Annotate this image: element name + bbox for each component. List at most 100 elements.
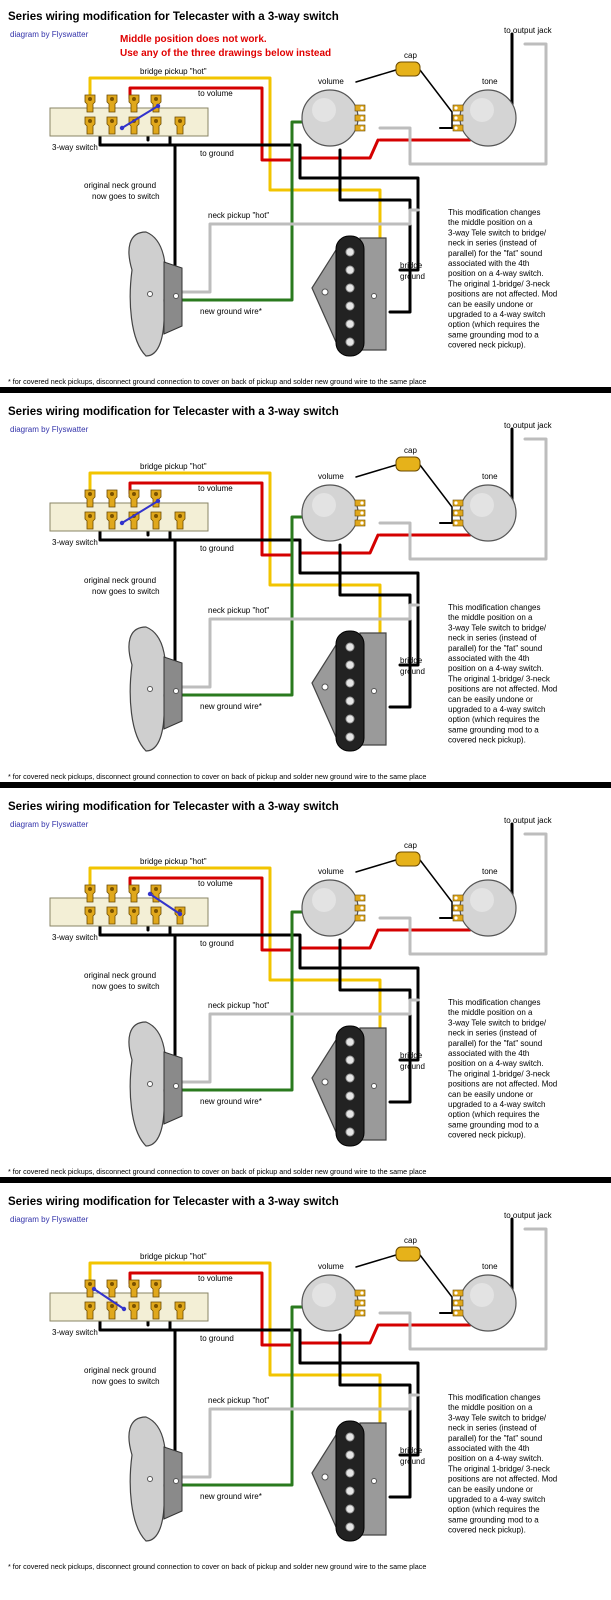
description-line: covered neck pickup).	[448, 1526, 526, 1535]
switch-bottom-lug	[150, 1301, 162, 1320]
bridge-pickup-pole-piece	[345, 1055, 355, 1065]
label-neck-ground-1: original neck ground	[84, 971, 156, 980]
description-line: neck in series (instead of	[448, 1424, 537, 1433]
volume-pot-lug-hole	[360, 1301, 364, 1305]
switch-top-lug	[84, 1279, 96, 1298]
three-way-switch	[49, 884, 209, 927]
switch-bottom-lug	[106, 116, 118, 135]
bridge-pickup-solder-point	[371, 688, 377, 694]
bridge-pickup-pole-piece	[345, 1468, 355, 1478]
label-3-way-switch: 3-way switch	[52, 1328, 98, 1337]
wiring-diagram-panel-1: Series wiring modification for Telecaste…	[0, 0, 611, 390]
tone-pot-lug-hole	[454, 916, 458, 920]
label-new-ground: new ground wire*	[200, 702, 262, 711]
description-line: option (which requires the	[448, 320, 540, 329]
description-line: positions are not affected. Mod	[448, 290, 557, 299]
bridge-pickup-pole-piece	[345, 660, 355, 670]
switch-top-lug	[128, 1279, 140, 1298]
description-line: same grounding mod to a	[448, 1120, 539, 1129]
tone-pot-lug-hole	[454, 521, 458, 525]
description-line: The original 1-bridge/ 3-neck	[448, 674, 551, 683]
volume-pot-lug-hole	[360, 116, 364, 120]
label-bridge-ground-2: ground	[400, 272, 425, 281]
label-volume: volume	[318, 1262, 344, 1271]
switch-top-lug	[84, 489, 96, 508]
neck-pickup	[128, 626, 183, 752]
label-3-way-switch: 3-way switch	[52, 538, 98, 547]
neck-pickup-solder-point	[173, 688, 179, 694]
wiring-diagram-panel-2: Series wiring modification for Telecaste…	[0, 395, 611, 785]
switch-bottom-lug	[150, 116, 162, 135]
footnote: * for covered neck pickups, disconnect g…	[8, 1167, 426, 1176]
label-to-ground: to ground	[200, 544, 234, 553]
volume-output-grey-wire	[378, 832, 548, 956]
description-line: associated with the 4th	[448, 654, 529, 663]
description-line: option (which requires the	[448, 715, 540, 724]
description-line: option (which requires the	[448, 1505, 540, 1514]
bridge-pickup	[311, 1025, 387, 1147]
diagram-title: Series wiring modification for Telecaste…	[8, 406, 339, 418]
description-line: This modification changes	[448, 603, 541, 612]
label-neck-ground-1: original neck ground	[84, 181, 156, 190]
tone-pot-lug-hole	[454, 116, 458, 120]
description-line: associated with the 4th	[448, 259, 529, 268]
neck-pickup-base	[163, 656, 183, 730]
switch-bottom-lug-hole	[88, 119, 92, 123]
bridge-pickup-pole-piece	[345, 265, 355, 275]
tone-pot	[452, 879, 517, 937]
description-line: upgraded to a 4-way switch	[448, 310, 545, 319]
tone-pot-shine	[470, 888, 494, 912]
to-volume-wire-b	[298, 138, 380, 160]
neck-pickup	[128, 1021, 183, 1147]
switch-bottom-lug-hole	[154, 1304, 158, 1308]
description-line: the middle position on a	[448, 218, 533, 227]
description-line: This modification changes	[448, 1393, 541, 1402]
switch-bottom-lug	[106, 906, 118, 925]
warning-line-1: Middle position does not work.	[120, 34, 267, 45]
switch-bottom-lug-hole	[88, 514, 92, 518]
neck-pickup-solder-point	[147, 291, 153, 297]
description-line: positions are not affected. Mod	[448, 1080, 557, 1089]
to-volume-wire-b	[298, 533, 380, 555]
description-line: parallel) for the "fat" sound	[448, 249, 542, 258]
solder-point	[177, 911, 183, 917]
description-line: neck in series (instead of	[448, 634, 537, 643]
label-cap: cap	[404, 51, 417, 60]
switch-top-lug-hole	[154, 887, 158, 891]
label-to-volume: to volume	[198, 1274, 233, 1283]
label-bridge-ground-2: ground	[400, 1062, 425, 1071]
label-to-ground: to ground	[200, 939, 234, 948]
label-volume: volume	[318, 867, 344, 876]
to-ground-wire	[98, 1295, 420, 1457]
label-neck-ground-1: original neck ground	[84, 576, 156, 585]
solder-point	[91, 1286, 97, 1292]
tone-pot-shine	[470, 493, 494, 517]
switch-bottom-lug-hole	[154, 119, 158, 123]
switch-bottom-lug-hole	[88, 1304, 92, 1308]
switch-bottom-lug-hole	[110, 909, 114, 913]
tone-pot-lug	[452, 1289, 464, 1297]
tone-pot-lug-hole	[454, 501, 458, 505]
cap-lead-left	[355, 69, 397, 83]
label-neck-hot: neck pickup "hot"	[208, 606, 269, 615]
label-cap: cap	[404, 841, 417, 850]
description-line: option (which requires the	[448, 1110, 540, 1119]
tone-pot-lug	[452, 519, 464, 527]
wiring-diagram-3: Series wiring modification for Telecaste…	[8, 801, 557, 1176]
cap-lead-right	[419, 1254, 453, 1314]
label-3-way-switch: 3-way switch	[52, 143, 98, 152]
label-bridge-ground-1: bridge	[400, 261, 423, 270]
volume-pot	[301, 484, 366, 542]
neck-pickup-solder-point	[147, 1081, 153, 1087]
solder-point	[119, 125, 125, 131]
switch-bottom-lug	[174, 116, 186, 135]
description-line: same grounding mod to a	[448, 1515, 539, 1524]
diagram-title: Series wiring modification for Telecaste…	[8, 11, 339, 23]
switch-top-lug-hole	[110, 1282, 114, 1286]
volume-output-grey-wire	[378, 437, 548, 561]
switch-top-lug	[128, 884, 140, 903]
label-bridge-ground-1: bridge	[400, 1446, 423, 1455]
label-tone: tone	[482, 867, 498, 876]
tone-pot-lug	[452, 1309, 464, 1317]
label-neck-hot: neck pickup "hot"	[208, 1396, 269, 1405]
